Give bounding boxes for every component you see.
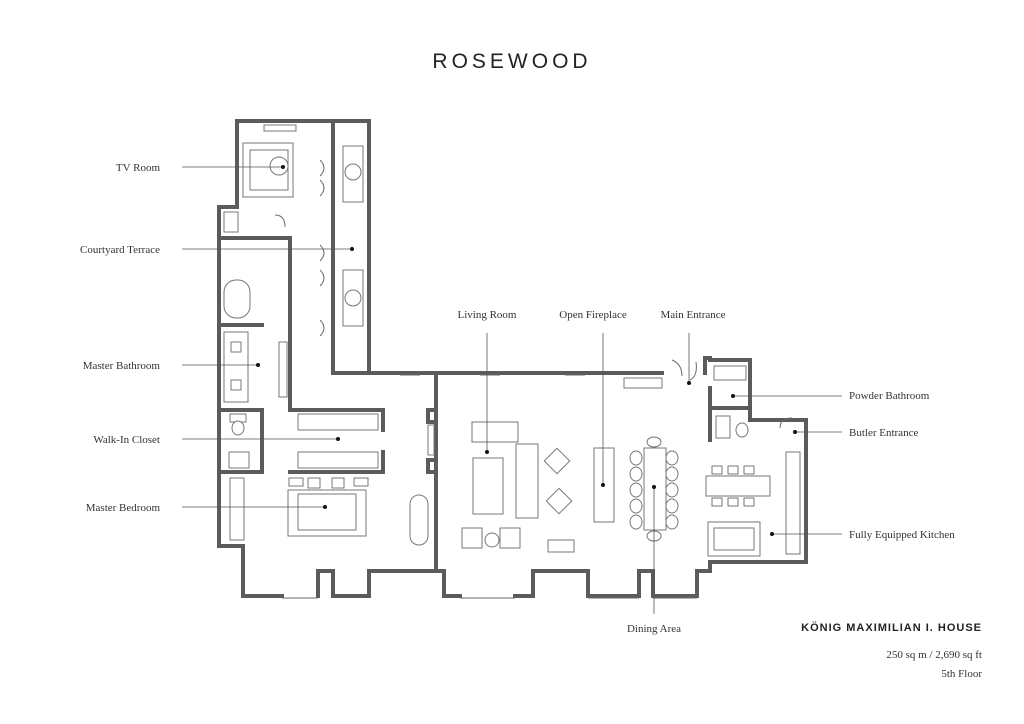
- exterior-walls: [217, 119, 808, 598]
- windows: [282, 374, 697, 599]
- label-dots: [256, 165, 797, 536]
- leader-lines: [182, 166, 842, 614]
- label-butler-entrance: Butler Entrance: [849, 427, 918, 439]
- label-main-entrance: Main Entrance: [660, 309, 725, 321]
- label-powder-bathroom: Powder Bathroom: [849, 390, 930, 402]
- property-title: KÖNIG MAXIMILIAN I. HOUSE: [801, 622, 982, 634]
- label-dining-area: Dining Area: [627, 623, 681, 635]
- label-walk-in-closet: Walk-In Closet: [93, 434, 160, 446]
- interior-walls: [217, 236, 752, 474]
- label-fully-equipped-kitchen: Fully Equipped Kitchen: [849, 529, 955, 541]
- bathroom-fixtures: [223, 211, 288, 469]
- tv-room-furniture: [242, 124, 364, 337]
- property-area: 250 sq m / 2,690 sq ft: [886, 649, 982, 661]
- label-master-bedroom: Master Bedroom: [86, 502, 161, 514]
- label-courtyard-terrace: Courtyard Terrace: [80, 244, 160, 256]
- label-living-room: Living Room: [458, 309, 517, 321]
- property-floor: 5th Floor: [941, 668, 982, 680]
- room-labels: TV Room Courtyard Terrace Master Bathroo…: [80, 162, 955, 635]
- brand-logo: ROSEWOOD: [432, 50, 592, 73]
- kitchen-powder-furniture: [671, 359, 801, 557]
- label-open-fireplace: Open Fireplace: [559, 309, 627, 321]
- label-master-bathroom: Master Bathroom: [83, 360, 161, 372]
- closet-bedroom-furniture: [229, 413, 435, 546]
- label-tv-room: TV Room: [116, 162, 161, 174]
